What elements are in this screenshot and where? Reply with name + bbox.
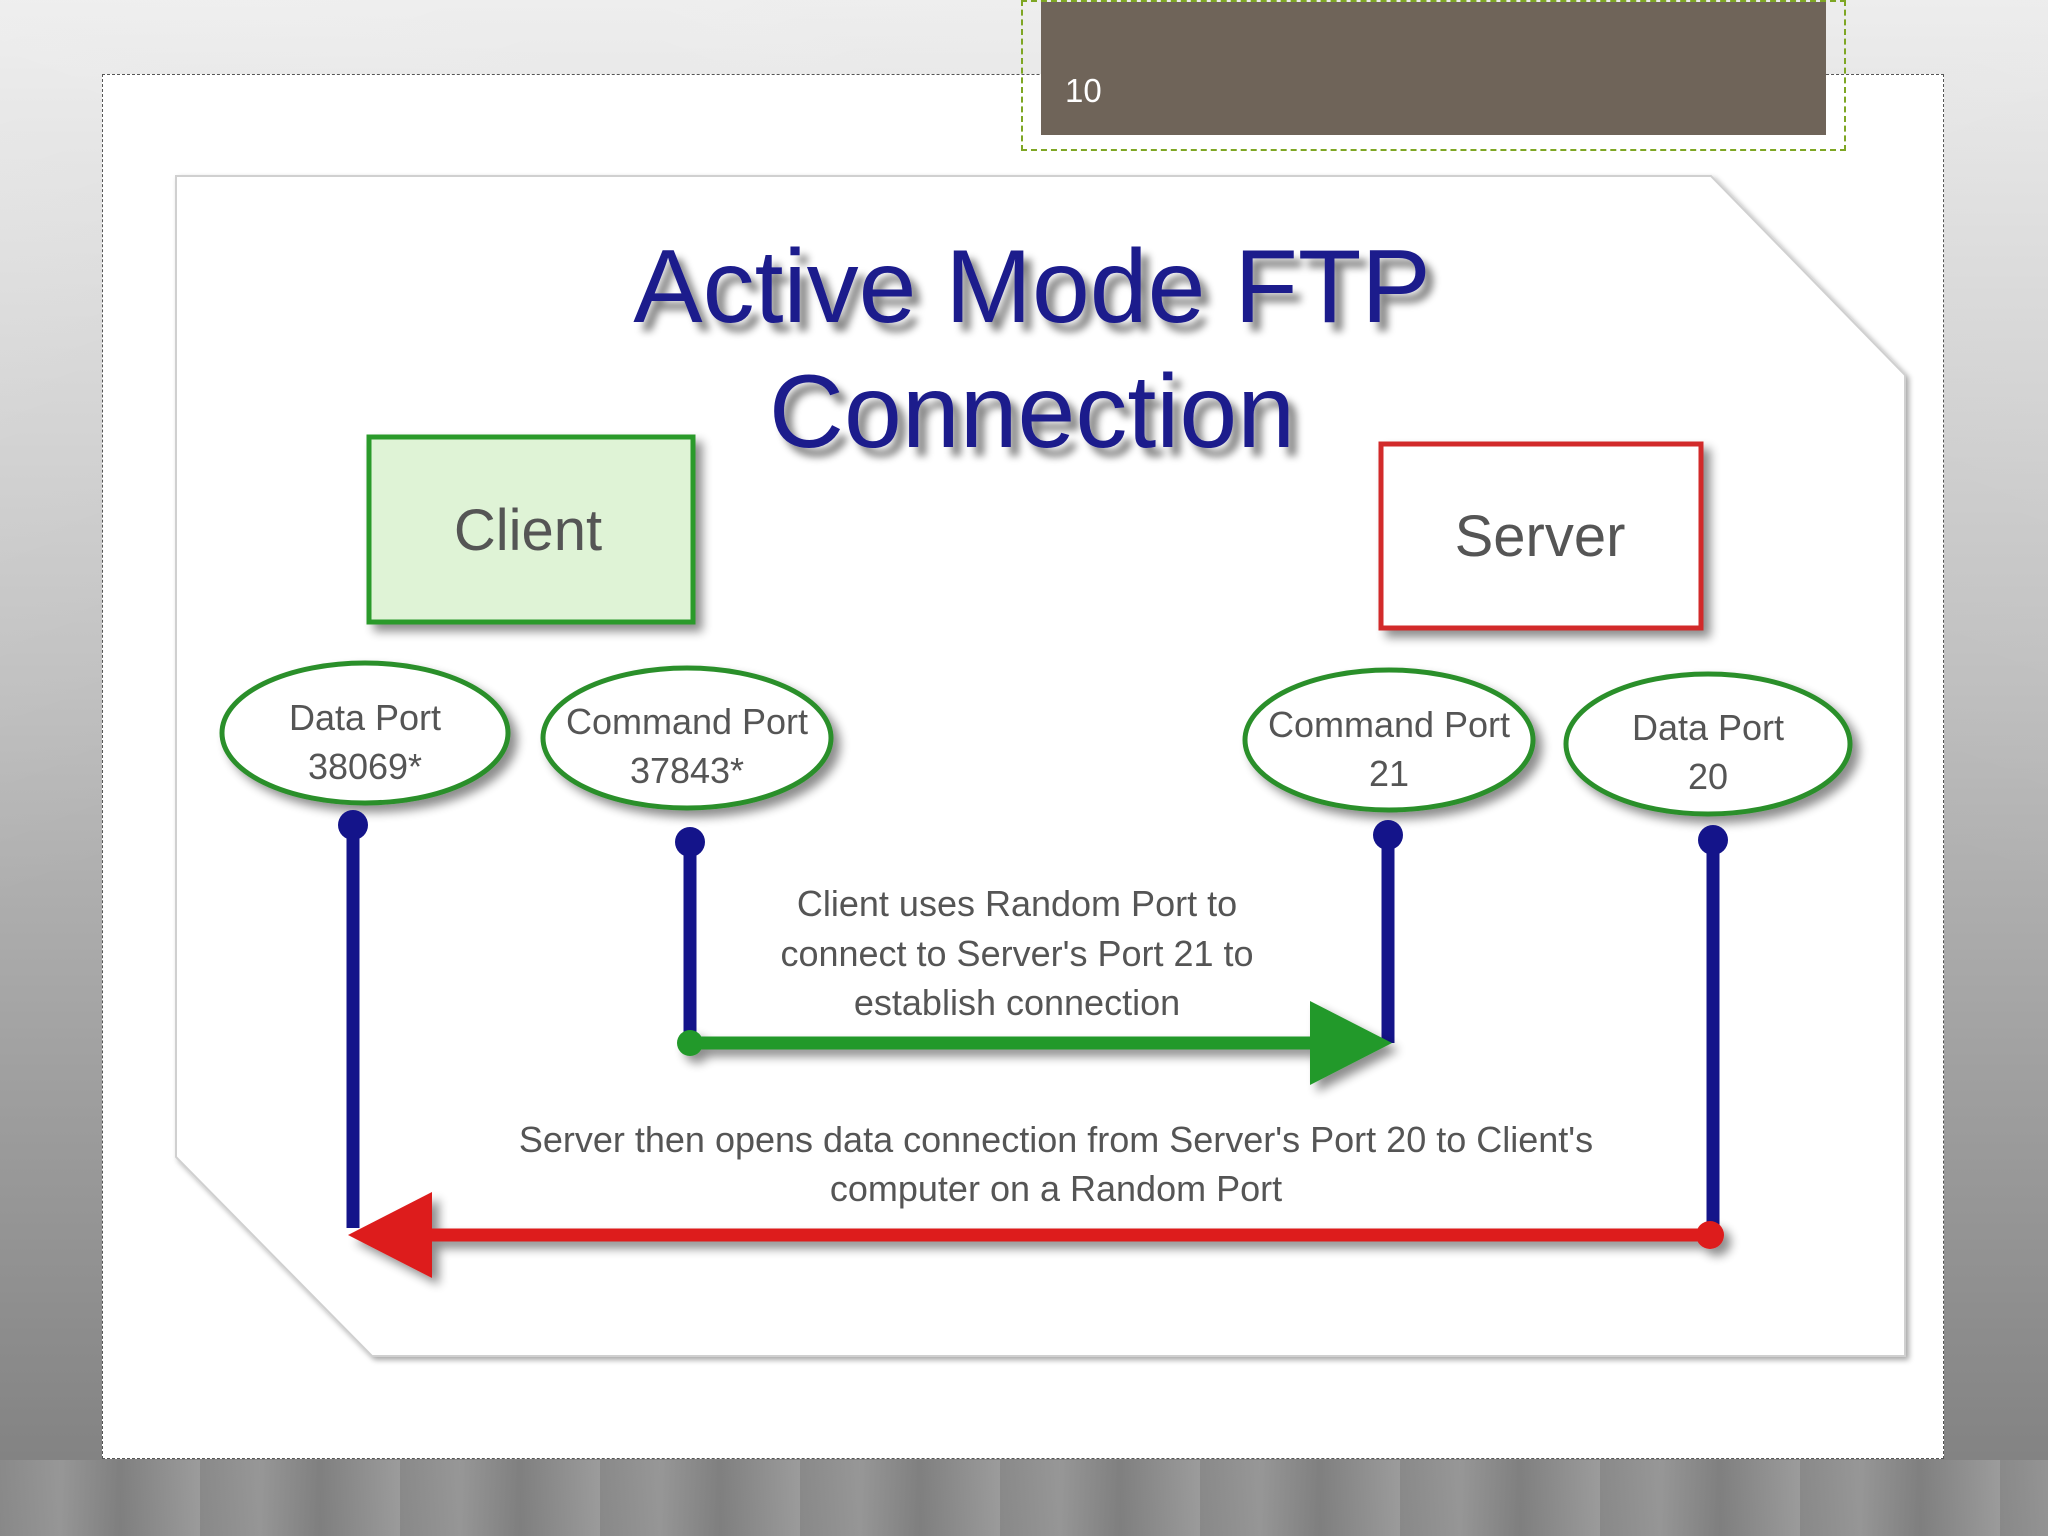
connector-lines xyxy=(338,810,1728,1235)
red-arrow xyxy=(348,1192,1724,1278)
step1-line1: Client uses Random Port to xyxy=(797,883,1237,924)
client-data-port-label: Data Port xyxy=(289,697,441,738)
server-data-port-label: Data Port xyxy=(1632,707,1784,748)
client-data-port-number: 38069* xyxy=(308,746,422,787)
green-arrow xyxy=(677,1001,1392,1085)
step1-line2: connect to Server's Port 21 to xyxy=(780,933,1253,974)
step2-line1: Server then opens data connection from S… xyxy=(519,1119,1593,1160)
server-command-port-label: Command Port xyxy=(1268,704,1510,745)
server-command-port-number: 21 xyxy=(1369,753,1409,794)
page-number-fill xyxy=(1041,2,1826,135)
page-number: 10 xyxy=(1065,72,1102,109)
background-band xyxy=(0,1460,2048,1536)
client-command-port-label: Command Port xyxy=(566,701,808,742)
server-label: Server xyxy=(1455,504,1626,569)
client-label: Client xyxy=(454,498,602,563)
server-box xyxy=(1378,441,1704,631)
client-command-port-number: 37843* xyxy=(630,750,744,791)
server-data-port-number: 20 xyxy=(1688,756,1728,797)
diagram-title-line2: Connection xyxy=(769,354,1295,470)
server-data-port-ellipse xyxy=(1563,671,1853,817)
client-data-connector-dot xyxy=(338,810,368,840)
client-data-port-ellipse xyxy=(219,660,511,806)
client-command-connector-dot xyxy=(675,827,705,857)
step2-line2: computer on a Random Port xyxy=(830,1168,1282,1209)
server-data-connector-dot xyxy=(1698,825,1728,855)
client-command-port-ellipse xyxy=(540,665,834,811)
diagram-title-line1: Active Mode FTP xyxy=(633,229,1431,345)
step1-line3: establish connection xyxy=(854,982,1180,1023)
client-box xyxy=(366,434,696,625)
server-command-port-ellipse xyxy=(1242,667,1536,813)
page-number-placeholder: 10 xyxy=(1021,0,1846,151)
server-command-connector-dot xyxy=(1373,820,1403,850)
